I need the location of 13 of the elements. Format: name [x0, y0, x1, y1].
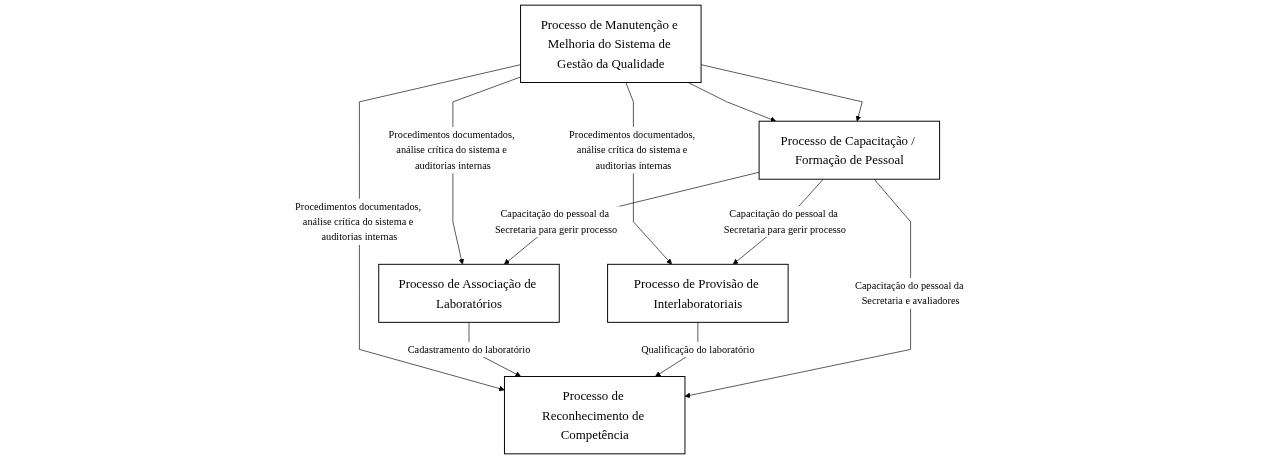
node-box: Processo de Manutenção e Melhoria do Sistema de Gestão da Qualidade	[520, 4, 702, 83]
edge-label: Capacitação do pessoal da Secretaria e avaliadores	[855, 279, 964, 307]
edge-label: Procedimentos documentados, análise crítica do sistema e auditorias internas	[295, 200, 422, 243]
node-box: Processo de Capacitação / Formação de Pessoal	[758, 120, 941, 180]
node-box: Processo de Reconhecimento de Competência	[503, 376, 686, 455]
edge-label: Procedimentos documentados, análise crítica do sistema e auditorias internas	[569, 128, 696, 171]
edge-label: Capacitação do pessoal da Secretaria para gerir processo	[723, 208, 847, 235]
node-box: Processo de Associação de Laboratórios	[378, 263, 560, 323]
edge-label: Cadastramento do laboratório	[407, 343, 531, 355]
edge-label: Qualificação do laboratório	[641, 343, 755, 355]
edge-label: Capacitação do pessoal da Secretaria para gerir processo	[494, 208, 618, 235]
node-box: Processo de Provisão de Interlaboratoriais	[607, 263, 789, 323]
edge-label: Procedimentos documentados, análise crítica do sistema e auditorias internas	[388, 128, 515, 171]
